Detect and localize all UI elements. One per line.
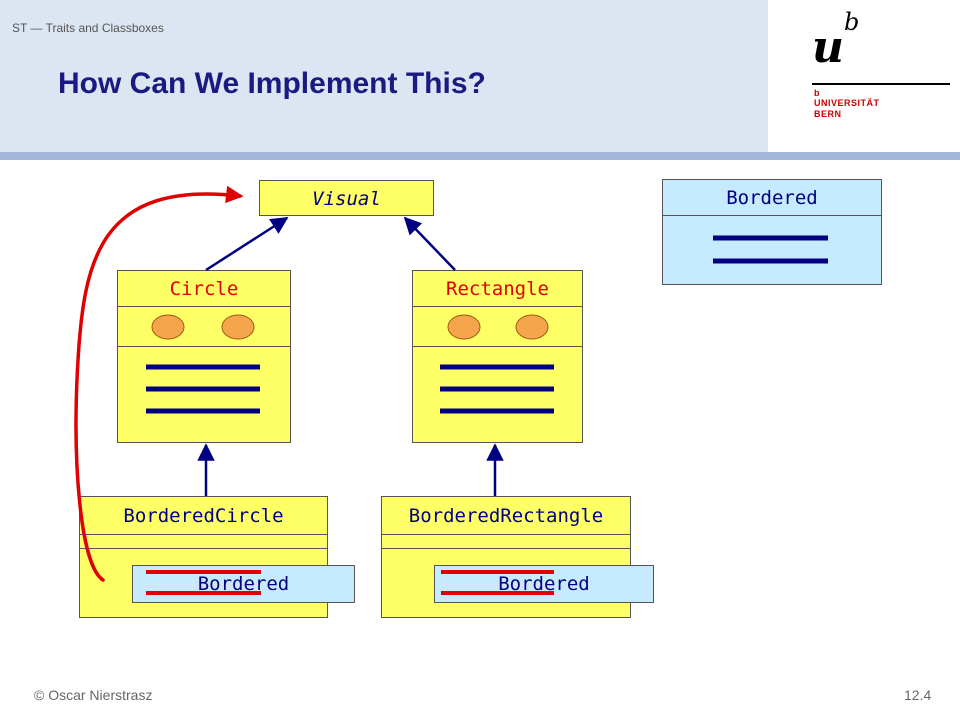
logo-small-b: b: [814, 88, 820, 98]
running-head: ST — Traits and Classboxes: [12, 21, 164, 35]
rectangle-class-name: Rectangle: [413, 271, 582, 307]
header-band: [0, 0, 768, 152]
bordered-rectangle-trait-name: Bordered: [498, 573, 590, 595]
bordered-trait-name: Bordered: [663, 180, 881, 216]
bordered-circle-trait-name: Bordered: [197, 573, 290, 595]
rectangle-to-visual-arrow: [403, 216, 456, 271]
logo-line-2: BERN: [814, 109, 842, 119]
rectangle-state-compartment: [413, 307, 582, 347]
logo-rule: [812, 83, 950, 85]
visual-class-box: Visual: [259, 180, 434, 216]
logo-u: u: [812, 22, 844, 73]
university-logo: u b b UNIVERSITÄT BERN: [800, 8, 952, 128]
rectangle-class-box: Rectangle: [412, 270, 583, 443]
bordered-trait-box: Bordered: [662, 179, 882, 285]
circle-state-compartment: [118, 307, 290, 347]
rectangle-state-oval-1: [447, 314, 481, 340]
bordered-circle-state-compartment: [80, 535, 327, 549]
slide-title: How Can We Implement This?: [58, 67, 486, 100]
circle-class-name: Circle: [118, 271, 290, 307]
logo-b: b: [844, 8, 860, 36]
visual-class-name: Visual: [312, 188, 381, 210]
circle-state-oval-2: [221, 314, 255, 340]
bordered-rectangle-class-name: BorderedRectangle: [382, 497, 630, 535]
logo-line-1: UNIVERSITÄT: [814, 98, 880, 108]
footer-author: © Oscar Nierstrasz: [34, 687, 153, 703]
circle-state-oval-1: [151, 314, 185, 340]
circle-to-visual-arrow: [205, 216, 289, 272]
bordered-rectangle-state-compartment: [382, 535, 630, 549]
curved-red-arrow: [74, 185, 244, 582]
header-divider: [0, 152, 960, 160]
bordered-circle-class-box: BorderedCircle: [79, 496, 328, 618]
footer-page-number: 12.4: [904, 687, 932, 703]
logo-text: UNIVERSITÄT BERN: [814, 98, 880, 120]
bordered-circle-class-name: BorderedCircle: [80, 497, 327, 535]
circle-class-box: Circle: [117, 270, 291, 443]
rectangle-state-oval-2: [515, 314, 549, 340]
